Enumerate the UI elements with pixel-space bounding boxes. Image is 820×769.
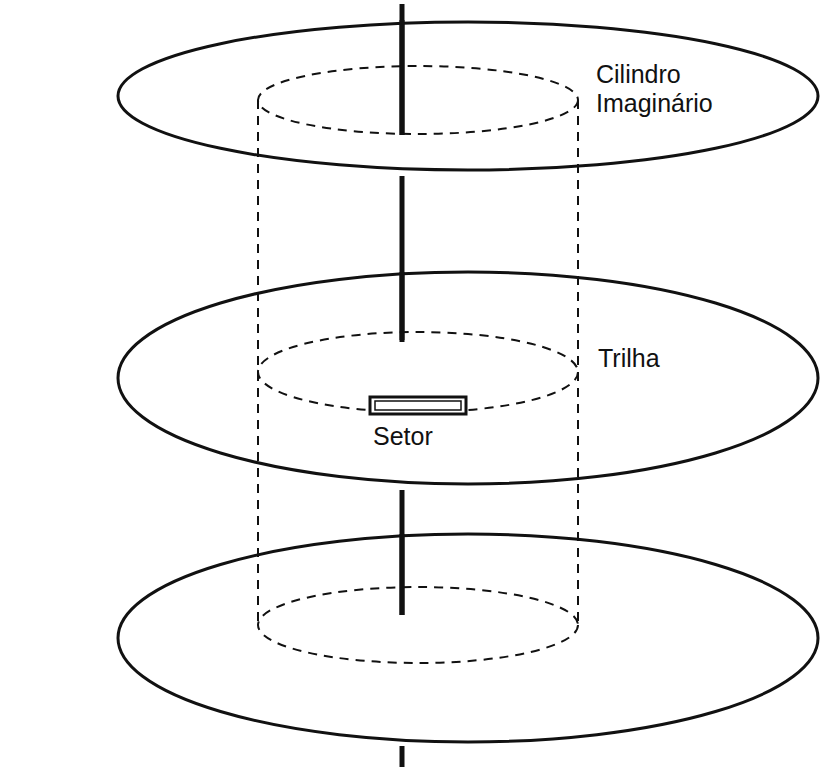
platter bbox=[118, 272, 818, 484]
platter bbox=[118, 534, 818, 742]
spindle bbox=[400, 534, 405, 615]
imaginary-cylinder bbox=[258, 66, 578, 134]
spindle bbox=[400, 4, 405, 135]
imaginary-cylinder bbox=[577, 100, 579, 625]
part-label: Cilindro Imaginário bbox=[596, 60, 776, 118]
part-label: Trilha bbox=[598, 344, 758, 373]
sector bbox=[370, 397, 466, 414]
part-label: Setor bbox=[373, 422, 493, 451]
imaginary-cylinder bbox=[257, 100, 259, 625]
spindle bbox=[400, 20, 405, 135]
platter bbox=[118, 22, 818, 170]
sector bbox=[375, 401, 461, 410]
imaginary-cylinder bbox=[258, 587, 578, 663]
spindle bbox=[400, 490, 405, 615]
spindle bbox=[400, 746, 405, 767]
